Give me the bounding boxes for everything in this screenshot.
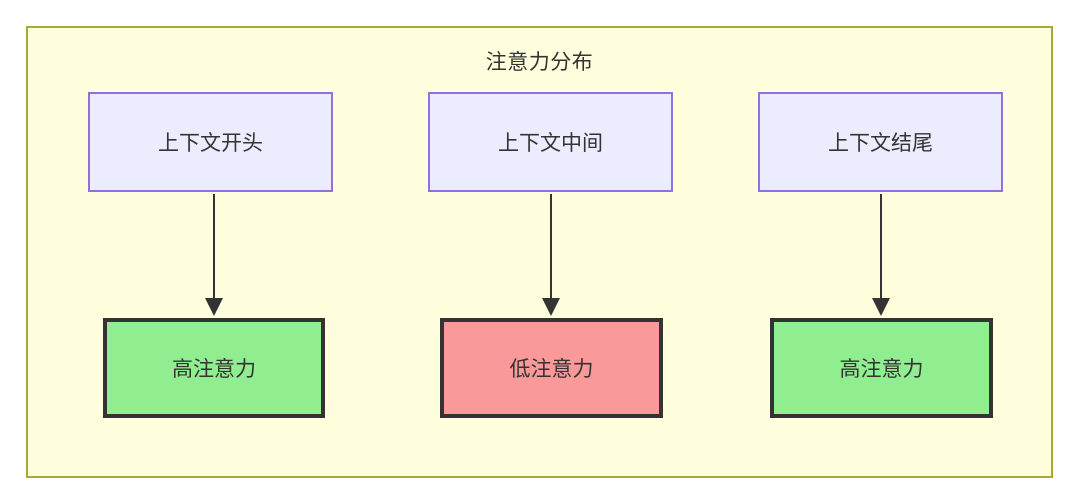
node-label: 高注意力 xyxy=(172,358,256,381)
node-context-middle[interactable]: 上下文中间 xyxy=(428,92,673,192)
node-high-attention-start[interactable]: 高注意力 xyxy=(103,318,325,418)
node-label: 上下文开头 xyxy=(158,132,263,155)
node-label: 上下文结尾 xyxy=(828,132,933,155)
subgraph-title: 注意力分布 xyxy=(485,51,594,74)
node-low-attention-middle[interactable]: 低注意力 xyxy=(440,318,663,418)
node-context-start[interactable]: 上下文开头 xyxy=(88,92,333,192)
node-context-end[interactable]: 上下文结尾 xyxy=(758,92,1003,192)
node-label: 上下文中间 xyxy=(498,132,603,155)
node-label: 高注意力 xyxy=(839,358,924,381)
node-label: 低注意力 xyxy=(509,358,594,381)
node-high-attention-end[interactable]: 高注意力 xyxy=(770,318,993,418)
